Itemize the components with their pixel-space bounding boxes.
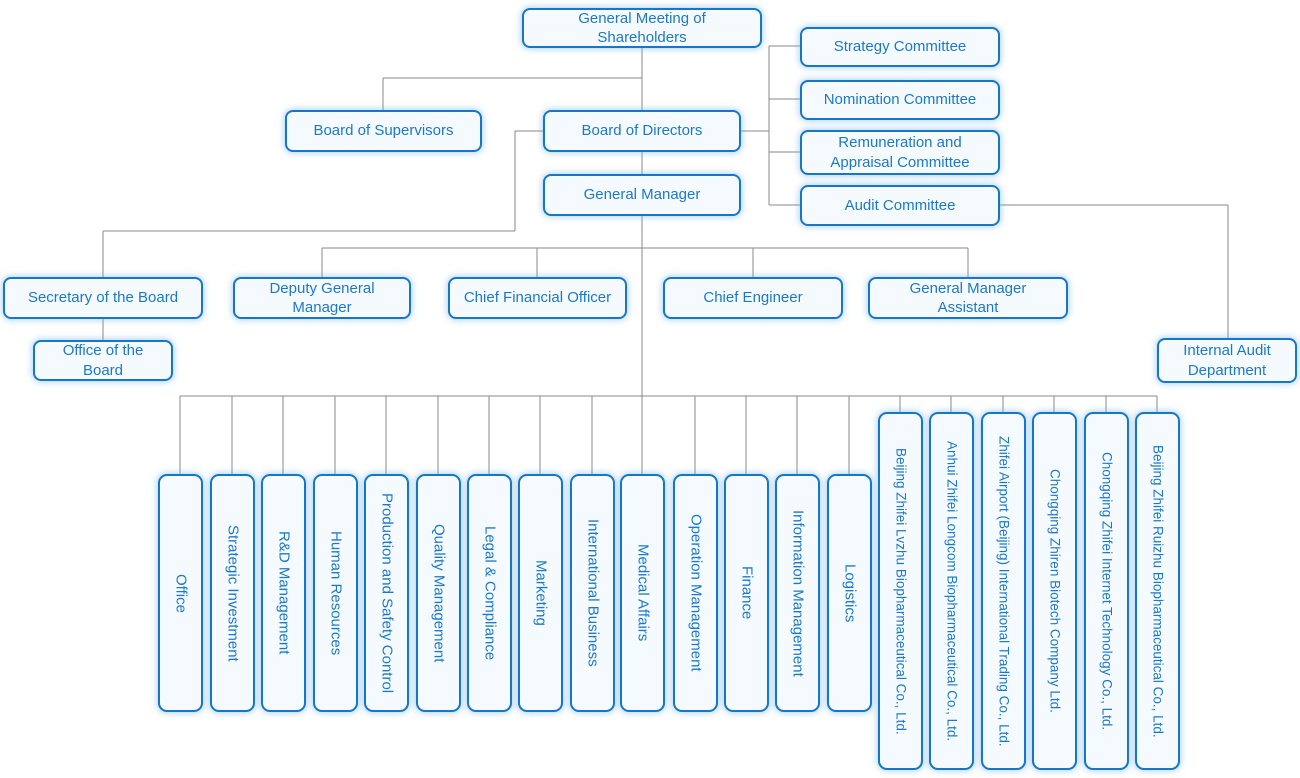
dept-human-resources-node: Human Resources <box>313 474 358 712</box>
subsidiary-beijing-zhifei-lvzhu-node: Beijing Zhifei Lvzhu Biopharmaceutical C… <box>878 412 923 770</box>
remuneration-appraisal-committee-node: Remuneration and Appraisal Committee <box>800 130 1000 175</box>
audit-committee-node: Audit Committee <box>800 185 1000 226</box>
dept-strategic-investment-node: Strategic Investment <box>210 474 255 712</box>
chief-financial-officer-node: Chief Financial Officer <box>448 277 627 319</box>
subsidiary-zhifei-airport-beijing-node: Zhifei Airport (Beijing) International T… <box>981 412 1026 770</box>
nomination-committee-node: Nomination Committee <box>800 80 1000 120</box>
dept-logistics-node: Logistics <box>827 474 872 712</box>
subsidiary-chongqing-zhiren-biotech-node: Chongqing Zhiren Biotech Company Ltd. <box>1032 412 1077 770</box>
subsidiary-anhui-zhifei-longcom-node: Anhui Zhifei Longcom Biopharmaceutical C… <box>929 412 974 770</box>
dept-quality-management-node: Quality Management <box>416 474 461 712</box>
chief-engineer-node: Chief Engineer <box>663 277 843 319</box>
dept-office-node: Office <box>158 474 203 712</box>
board-of-supervisors-node: Board of Supervisors <box>285 110 482 152</box>
strategy-committee-node: Strategy Committee <box>800 27 1000 67</box>
dept-medical-affairs-node: Medical Affairs <box>620 474 665 712</box>
general-manager-node: General Manager <box>543 174 741 216</box>
office-of-the-board-node: Office of the Board <box>33 340 173 381</box>
general-manager-assistant-node: General Manager Assistant <box>868 277 1068 319</box>
secretary-of-the-board-node: Secretary of the Board <box>3 277 203 319</box>
dept-legal-compliance-node: Legal & Compliance <box>467 474 512 712</box>
shareholders-node: General Meeting of Shareholders <box>522 8 762 48</box>
subsidiary-beijing-zhifei-ruizhu-node: Beijing Zhifei Ruizhu Biopharmaceutical … <box>1135 412 1180 770</box>
dept-operation-management-node: Operation Management <box>673 474 718 712</box>
dept-finance-node: Finance <box>724 474 769 712</box>
deputy-general-manager-node: Deputy General Manager <box>233 277 411 319</box>
dept-production-safety-control-node: Production and Safety Control <box>364 474 409 712</box>
dept-information-management-node: Information Management <box>775 474 820 712</box>
subsidiary-chongqing-zhifei-internet-node: Chongqing Zhifei Internet Technology Co.… <box>1084 412 1129 770</box>
dept-rd-management-node: R&D Management <box>261 474 306 712</box>
dept-international-business-node: International Business <box>570 474 615 712</box>
internal-audit-department-node: Internal Audit Department <box>1157 338 1297 383</box>
dept-marketing-node: Marketing <box>518 474 563 712</box>
board-of-directors-node: Board of Directors <box>543 110 741 152</box>
